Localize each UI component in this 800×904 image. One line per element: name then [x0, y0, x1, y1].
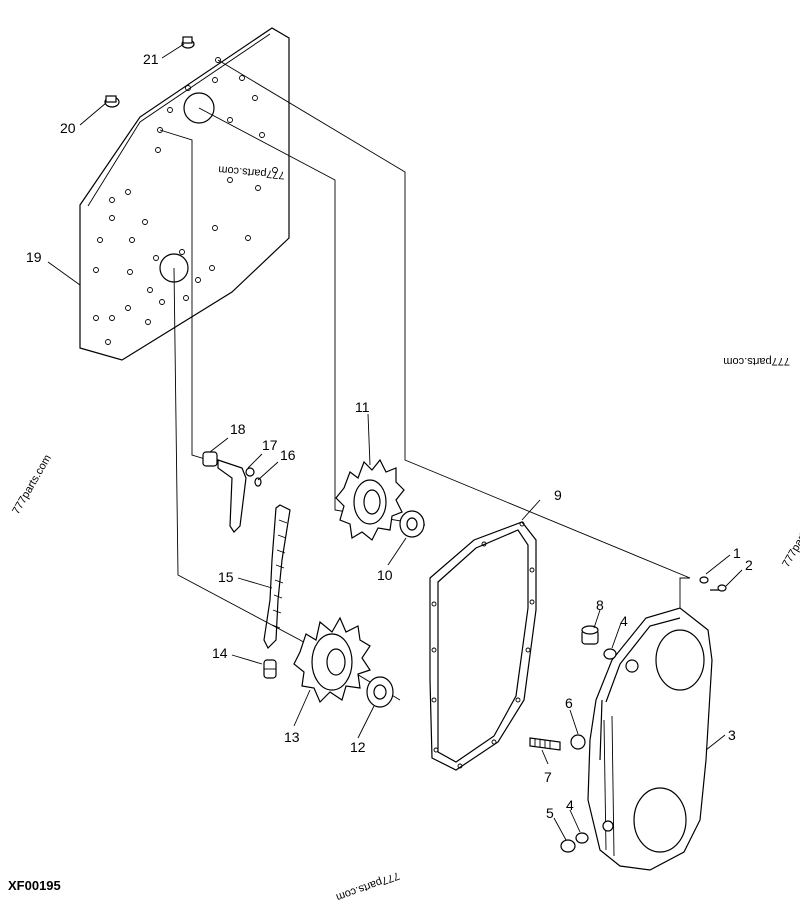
callout-1: 1	[733, 545, 741, 561]
callout-10: 10	[377, 567, 393, 583]
callout-labels: 21 20 19 11 9 10 18 17 16 15 14 13 12 1 …	[26, 51, 753, 821]
callout-6: 6	[565, 695, 573, 711]
nut-21	[181, 36, 195, 49]
callout-8: 8	[596, 597, 604, 613]
callout-16: 16	[280, 447, 296, 463]
callout-9: 9	[554, 487, 562, 503]
lower-hub	[366, 676, 394, 708]
callout-15: 15	[218, 569, 234, 585]
callout-14: 14	[212, 645, 228, 661]
drive-chain	[263, 504, 291, 650]
chain-link	[263, 659, 277, 679]
fill-cap	[581, 625, 599, 645]
callout-19: 19	[26, 249, 42, 265]
callout-17: 17	[262, 437, 278, 453]
plate-holes	[93, 57, 278, 345]
leader-lines	[47, 43, 743, 841]
callout-13: 13	[284, 729, 300, 745]
callout-2: 2	[745, 557, 753, 573]
callout-5: 5	[546, 805, 554, 821]
upper-hub	[399, 510, 425, 538]
tensioner	[202, 451, 262, 533]
callout-4-lower: 4	[566, 797, 574, 813]
watermark-right: 777parts.com	[723, 355, 790, 367]
callout-18: 18	[230, 421, 246, 437]
screw-and-washer	[699, 576, 727, 592]
upper-sprocket	[335, 458, 405, 541]
callout-4-upper: 4	[620, 613, 628, 629]
callout-3: 3	[728, 727, 736, 743]
washer-upper	[603, 648, 639, 673]
callout-21: 21	[143, 51, 159, 67]
cover-gasket	[429, 521, 537, 771]
callout-20: 20	[60, 120, 76, 136]
callout-12: 12	[350, 739, 366, 755]
watermark-left: 777parts.com	[10, 453, 54, 517]
nut-20	[104, 95, 120, 108]
watermark-edge: 777parts.com	[780, 506, 800, 570]
callout-11: 11	[355, 399, 370, 415]
chain-cover	[587, 607, 713, 871]
watermark-bottom: 777parts.com	[334, 869, 401, 903]
gasket-holes	[431, 521, 535, 769]
watermark-plate: 777parts.com	[218, 163, 285, 181]
diagram-code: XF00195	[8, 878, 61, 893]
drain-plug	[560, 820, 614, 853]
stud	[529, 734, 586, 751]
mounting-plate	[79, 27, 290, 361]
lower-sprocket	[293, 616, 371, 704]
callout-7: 7	[544, 769, 552, 785]
